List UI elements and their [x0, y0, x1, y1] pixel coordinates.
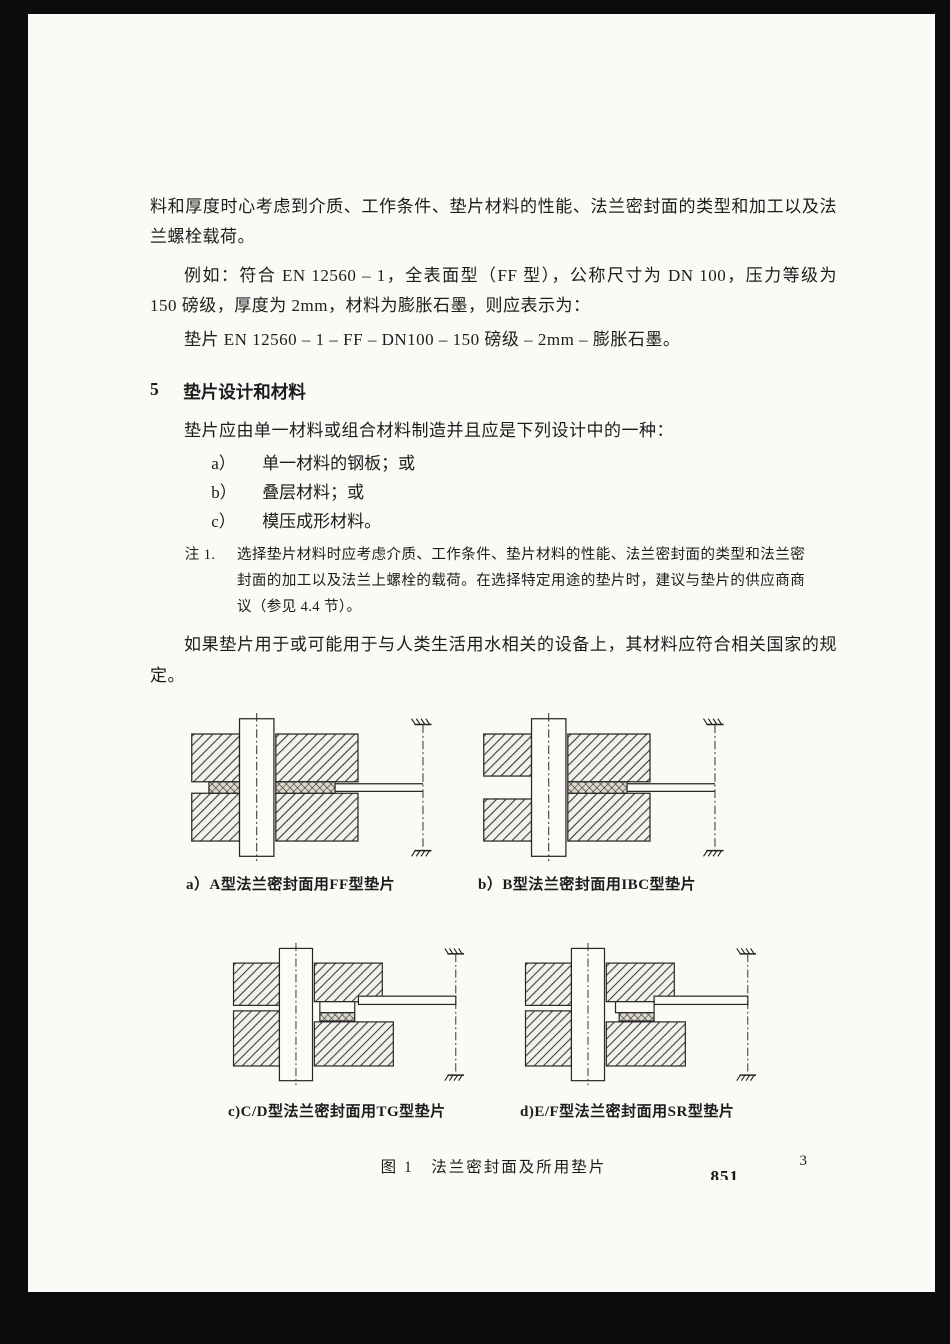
- flange-diagram-b: [478, 713, 736, 863]
- section-heading: 5 垫片设计和材料: [150, 379, 837, 404]
- list-item-label: c）: [211, 511, 236, 531]
- list-item: b） 叠层材料；或: [211, 478, 837, 507]
- list-item-text: 单一材料的钢板；或: [262, 453, 416, 473]
- paragraph-continuation: 料和厚度时心考虑到介质、工作条件、垫片材料的性能、法兰密封面的类型和加工以及法兰…: [150, 197, 837, 247]
- figure-row-1: a）A型法兰密封面用FF型垫片 b）B型法兰密封面用IBC型垫片: [150, 713, 837, 894]
- page-number: 3: [799, 1153, 808, 1169]
- paragraph-designation: 垫片 EN 12560 – 1 – FF – DN100 – 150 磅级 – …: [184, 330, 681, 349]
- figure-sublabel-c: c)C/D型法兰密封面用TG型垫片: [228, 1103, 446, 1120]
- figure-grid: a）A型法兰密封面用FF型垫片 b）B型法兰密封面用IBC型垫片 c)C/D型法…: [150, 713, 837, 1177]
- note-block: 注 1. 选择垫片材料时应考虑介质、工作条件、垫片材料的性能、法兰密封面的类型和…: [185, 542, 805, 620]
- list-item-label: a）: [211, 453, 236, 473]
- figure-sublabel-a: a）A型法兰密封面用FF型垫片: [186, 876, 396, 893]
- paragraph-example: 例如：符合 EN 12560 – 1，全表面型（FF 型），公称尺寸为 DN 1…: [150, 265, 837, 315]
- figure-cell-b: b）B型法兰密封面用IBC型垫片: [478, 713, 736, 894]
- list-item-text: 叠层材料；或: [262, 482, 365, 502]
- figure-row-2: c)C/D型法兰密封面用TG型垫片 d)E/F型法兰密封面用SR型垫片: [150, 940, 837, 1121]
- paragraph-water: 如果垫片用于或可能用于与人类生活用水相关的设备上，其材料应符合相关国家的规定。: [150, 635, 837, 685]
- list-item: a） 单一材料的钢板；或: [211, 449, 837, 478]
- section-title: 垫片设计和材料: [183, 382, 306, 403]
- figure-cell-a: a）A型法兰密封面用FF型垫片: [186, 713, 444, 894]
- figure-cell-d: d)E/F型法兰密封面用SR型垫片: [520, 940, 768, 1121]
- page-body: 料和厚度时心考虑到介质、工作条件、垫片材料的性能、法兰密封面的类型和加工以及法兰…: [28, 14, 935, 1292]
- section-intro: 垫片应由单一材料或组合材料制造并且应是下列设计中的一种：: [184, 421, 674, 441]
- flange-diagram-a: [186, 713, 444, 863]
- list-item: c） 模压成形材料。: [211, 507, 837, 536]
- footer-artifact: 851: [710, 1167, 739, 1180]
- note-label: 注 1.: [184, 547, 216, 564]
- section-number: 5: [150, 379, 159, 400]
- design-list: a） 单一材料的钢板；或 b） 叠层材料；或 c） 模压成形材料。: [150, 449, 837, 537]
- figure-cell-c: c)C/D型法兰密封面用TG型垫片: [228, 940, 476, 1121]
- flange-diagram-c: [228, 940, 476, 1090]
- figure-sublabel-d: d)E/F型法兰密封面用SR型垫片: [520, 1103, 735, 1120]
- list-item-label: b）: [211, 482, 237, 502]
- figure-caption: 图 1 法兰密封面及所用垫片: [380, 1158, 607, 1176]
- figure-sublabel-b: b）B型法兰密封面用IBC型垫片: [478, 876, 697, 893]
- list-item-text: 模压成形材料。: [262, 511, 382, 531]
- flange-diagram-d: [520, 940, 768, 1090]
- note-text: 选择垫片材料时应考虑介质、工作条件、垫片材料的性能、法兰密封面的类型和法兰密封面…: [236, 547, 806, 616]
